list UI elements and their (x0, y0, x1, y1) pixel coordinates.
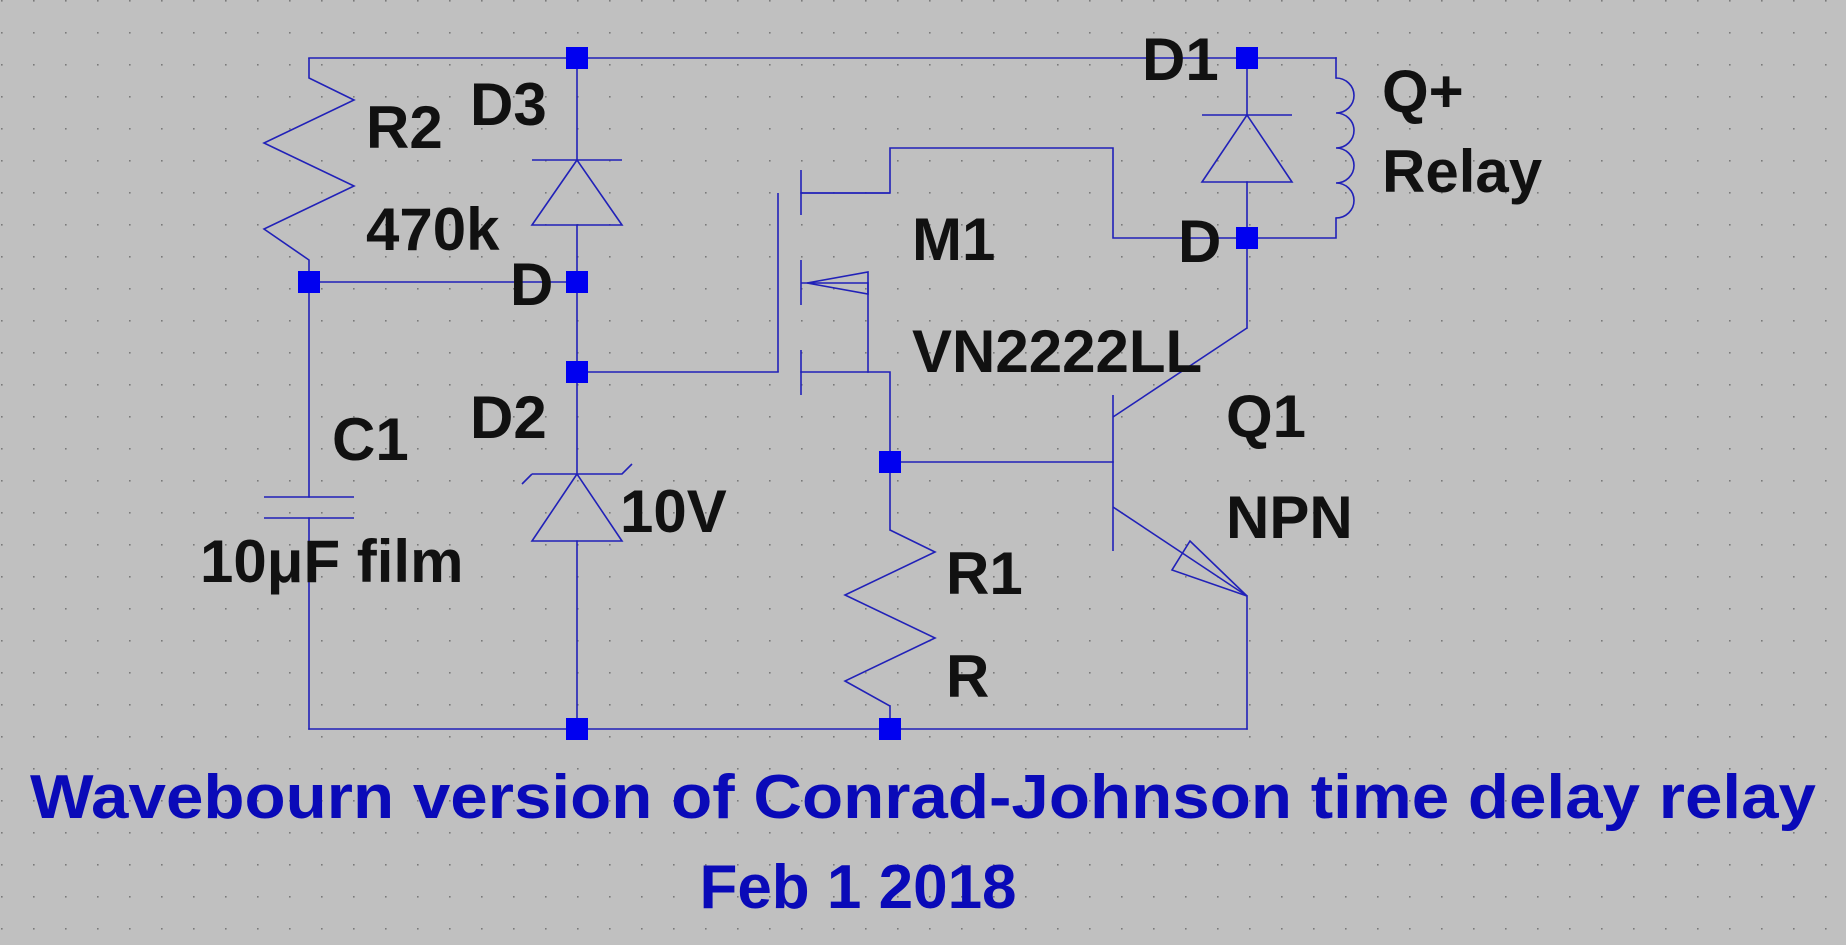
annotation-title: Wavebourn version of Conrad-Johnson time… (30, 763, 1817, 832)
label-r1-value: R (946, 643, 989, 710)
capacitor-c1-symbol[interactable] (264, 496, 354, 519)
mosfet-m1-symbol[interactable] (777, 170, 890, 395)
label-m1-value: VN2222LL (912, 318, 1202, 385)
junction-bottom-r1[interactable] (879, 718, 901, 740)
label-q1-value: NPN (1226, 484, 1353, 551)
label-d3-name: D3 (470, 71, 547, 138)
junction-d3-cathode[interactable] (566, 271, 588, 293)
label-d1-value: D (1178, 208, 1221, 275)
zener-d2-symbol[interactable] (521, 463, 633, 542)
junction-q1-base[interactable] (879, 451, 901, 473)
wires (308, 57, 1337, 730)
label-d2-name: D2 (470, 384, 547, 451)
label-d1-name: D1 (1142, 26, 1219, 93)
label-c1-name: C1 (332, 406, 409, 473)
wire-relay-right-bottom[interactable] (1246, 217, 1337, 239)
label-d3-value: D (510, 251, 553, 318)
label-relay-name: Q+ (1382, 58, 1464, 125)
diode-d1-symbol[interactable] (1200, 113, 1294, 183)
resistor-r1-symbol[interactable] (843, 529, 937, 707)
annotation-date: Feb 1 2018 (699, 853, 1016, 922)
label-relay-value: Relay (1382, 138, 1543, 205)
junction-top-d3[interactable] (566, 47, 588, 69)
label-r2-name: R2 (366, 94, 443, 161)
wire-m1-source[interactable] (800, 371, 891, 531)
junction-left-r2[interactable] (298, 271, 320, 293)
junction-top-d1[interactable] (1236, 47, 1258, 69)
annotation: Wavebourn version of Conrad-Johnson time… (30, 763, 1817, 922)
resistor-r2-symbol[interactable] (262, 58, 356, 282)
component-labels: R2 470k D3 D D1 D Q+ Relay M1 VN2222LL C… (200, 26, 1543, 710)
label-r2-value: 470k (366, 196, 500, 263)
label-d2-value: 10V (620, 478, 727, 545)
npn-q1-symbol[interactable] (1112, 327, 1248, 597)
label-c1-value: 10μF film (200, 528, 463, 595)
diode-d3-symbol[interactable] (530, 158, 624, 226)
junction-relay-d[interactable] (1236, 227, 1258, 249)
label-m1-name: M1 (912, 206, 995, 273)
junction-gate[interactable] (566, 361, 588, 383)
junction-bottom-d2[interactable] (566, 718, 588, 740)
label-q1-name: Q1 (1226, 383, 1306, 450)
relay-coil-symbol[interactable] (1335, 77, 1355, 219)
label-r1-name: R1 (946, 540, 1023, 607)
junctions (298, 47, 1258, 740)
